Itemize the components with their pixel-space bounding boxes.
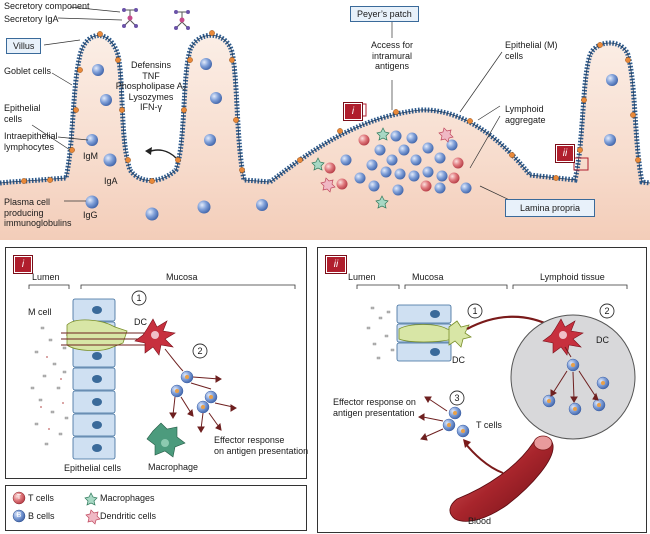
legend-symbols	[12, 491, 101, 525]
lymphoid-aggregate-label: Lymphoid aggregate	[505, 104, 546, 125]
panel-i-step1: 1	[136, 293, 142, 303]
goblet-cells	[21, 30, 641, 184]
legend-macrophages: Macrophages	[100, 493, 155, 503]
panel-ii-lumen: Lumen	[348, 272, 376, 282]
panel-ii-dc2: DC	[596, 335, 609, 345]
panel-ii-effector: Effector response on antigen presentatio…	[333, 397, 416, 418]
panel-ii-mucosa: Mucosa	[412, 272, 444, 282]
panel-i-tag: i	[13, 255, 33, 274]
blood-vessel	[449, 436, 554, 522]
panel-i-dc: DC	[134, 317, 147, 327]
secretory-iga-label: Secretory IgA	[4, 14, 59, 24]
peyers-patch-label: Peyer’s patch	[350, 6, 419, 22]
legend-t-cells: T cells	[28, 493, 54, 503]
panel-ii-tag: ii	[325, 255, 347, 274]
panel-i-mucosa: Mucosa	[166, 272, 198, 282]
marker-ii: ii	[555, 144, 575, 163]
marker-i: i	[343, 102, 363, 121]
panel-ii-step1: 1	[472, 306, 478, 316]
aggregate-dendritic-cells	[320, 127, 454, 193]
lymphoid-aggregate-cells	[324, 130, 472, 196]
panel-ii-lymphoid-tissue: Lymphoid tissue	[540, 272, 605, 282]
villus-label: Villus	[6, 38, 42, 54]
t-cell-icon: T	[16, 494, 22, 501]
plasma-cell-label: Plasma cell producing immunoglobulins	[4, 197, 72, 228]
aggregate-macrophages	[311, 127, 390, 209]
panel-ii-illustration	[356, 284, 636, 522]
intraepithelial-lymphocytes-label: Intraepithelial lymphocytes	[4, 131, 58, 152]
panel-i-illustration	[28, 284, 296, 460]
secretory-component-label: Secretory component	[4, 1, 90, 11]
legend-b-cells: B cells	[28, 511, 55, 521]
panel-i-effector: Effector response on antigen presentatio…	[214, 435, 309, 456]
mucosa-tissue	[0, 35, 650, 240]
igg-label: IgG	[83, 210, 98, 220]
igm-label: IgM	[83, 151, 99, 161]
panel-ii-step2: 2	[604, 306, 610, 316]
panel-i-step2: 2	[197, 346, 203, 356]
panel-ii-blood: Blood	[468, 516, 492, 526]
iga-label: IgA	[104, 176, 118, 186]
secretory-iga-molecules	[123, 9, 189, 29]
legend-dendritic-cells: Dendritic cells	[100, 511, 157, 521]
access-antigens-label: Access for intramural antigens	[370, 40, 413, 71]
panel-i-lumen: Lumen	[32, 272, 60, 282]
legend	[5, 485, 307, 531]
goblet-cells-label: Goblet cells	[4, 66, 52, 76]
panel-i-m-cell: M cell	[28, 307, 52, 317]
lamina-propria-label: Lamina propria	[505, 199, 596, 217]
defensins-label: Defensins TNF Phospholipase A₂ Lysozymes…	[115, 60, 187, 112]
epithelial-cells-label: Epithelial cells	[4, 103, 41, 124]
panel-ii-dc1: DC	[452, 355, 465, 365]
m-cells-label: Epithelial (M) cells	[505, 40, 558, 61]
panel-ii-step3: 3	[454, 393, 460, 403]
panel-ii-t-cells: T cells	[476, 420, 502, 430]
panel-i-epithelial-cells: Epithelial cells	[64, 463, 122, 473]
m-cell-shape	[66, 319, 128, 351]
intestinal-wall-illustration	[0, 6, 650, 240]
b-cell-icon: B	[16, 512, 22, 519]
villus-lymphocytes	[85, 58, 618, 221]
panel-i-macrophage: Macrophage	[148, 462, 199, 472]
